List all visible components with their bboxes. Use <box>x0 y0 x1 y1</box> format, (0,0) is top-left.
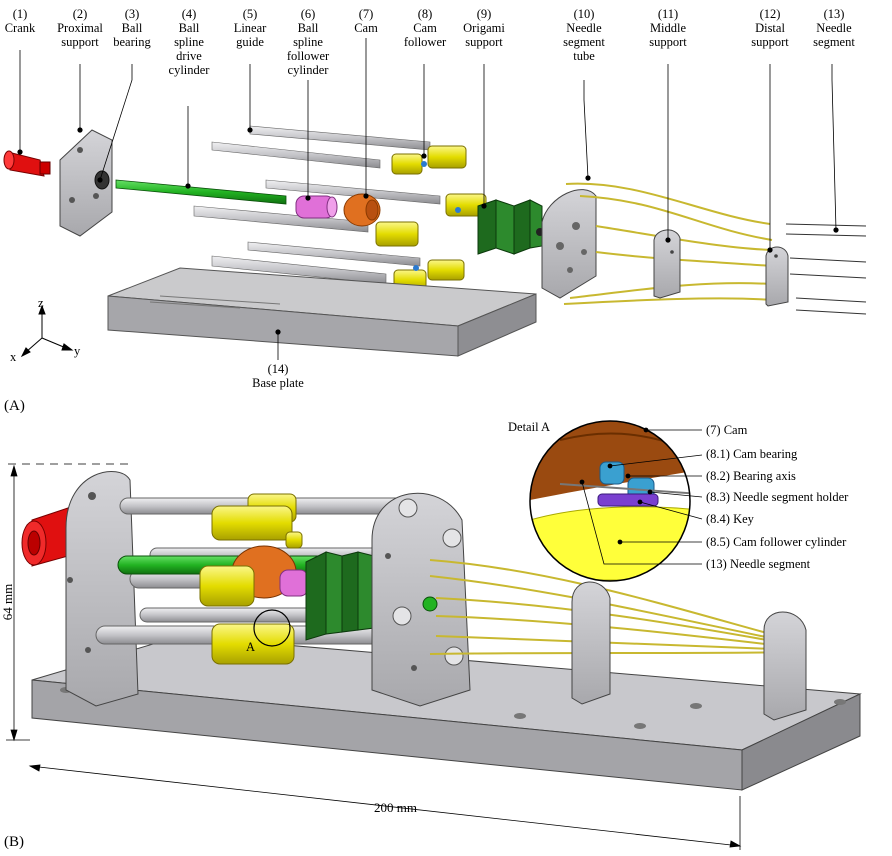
cam-follower-parts <box>375 145 487 291</box>
detail-label-cam-follower-cylinder: (8.5) Cam follower cylinder <box>706 535 847 549</box>
axis-x-label: x <box>10 350 17 364</box>
panel-a-tag: (A) <box>4 398 25 414</box>
distal-support-part <box>765 246 789 307</box>
ball-spline-drive-cylinder-part <box>115 179 287 205</box>
label-cam: (7)Cam <box>354 7 378 35</box>
height-dimension-label: 64 mm <box>0 583 16 621</box>
label-crank: (1)Crank <box>4 7 36 35</box>
label-base-plate: (14)Base plate <box>252 362 304 390</box>
detail-a-marker-label: A <box>246 640 256 654</box>
proximal-support-part <box>59 129 113 237</box>
coordinate-axes <box>20 304 74 358</box>
assembled-crank <box>21 507 69 567</box>
detail-label-cam-bearing: (8.1) Cam bearing <box>706 447 798 461</box>
detail-label-needle-segment-holder: (8.3) Needle segment holder <box>706 490 849 504</box>
detail-a-marker-circle <box>253 609 291 647</box>
cam-part <box>343 193 381 227</box>
detail-a-zoom <box>529 420 703 582</box>
detail-label-cam: (7) Cam <box>706 423 748 437</box>
detail-a-title: Detail A <box>508 420 551 434</box>
crank-part <box>3 150 51 177</box>
axis-z-label: z <box>38 296 44 310</box>
panel-a-leader-lines <box>17 38 839 360</box>
detail-label-needle-segment: (13) Needle segment <box>706 557 811 571</box>
assembled-middle-support <box>571 581 611 705</box>
needle-segments <box>785 223 867 315</box>
assembled-cam-followers <box>199 493 303 665</box>
dimension-lines <box>6 463 742 850</box>
base-plate-part <box>107 267 537 357</box>
assembled-proximal-support <box>65 471 139 707</box>
needle-segment-tubes <box>563 182 773 305</box>
needle-tube-support-plate <box>541 189 597 299</box>
axis-y-label: y <box>74 344 81 358</box>
panel-b-tag: (B) <box>4 834 24 850</box>
assembled-distal-support <box>763 611 807 721</box>
origami-support-part <box>477 199 544 255</box>
ball-spline-follower-cylinder-part <box>295 195 338 219</box>
detail-label-bearing-axis: (8.2) Bearing axis <box>706 469 796 483</box>
assembled-needle-tubes <box>429 559 801 655</box>
detail-label-key: (8.4) Key <box>706 512 754 526</box>
width-dimension-label: 200 mm <box>374 800 417 815</box>
